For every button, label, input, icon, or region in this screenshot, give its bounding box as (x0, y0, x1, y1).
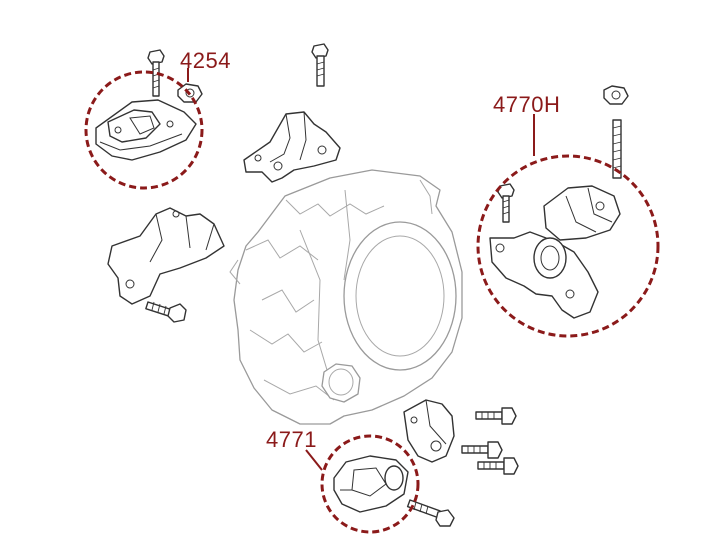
leader-4771 (305, 449, 323, 471)
nut-4770h (603, 85, 629, 105)
callout-label-4254: 4254 (180, 48, 231, 73)
mount-4770h (489, 185, 621, 319)
left-bracket (107, 207, 225, 305)
callout-label-4770h: 4770H (493, 92, 561, 117)
callout-label-4771: 4771 (266, 427, 317, 452)
mount-4771 (333, 455, 409, 513)
lower-bracket (403, 399, 455, 463)
callout-circle-4771 (320, 434, 420, 534)
bolt-upper-left (147, 49, 165, 97)
bolt-4771 (406, 499, 455, 527)
bolt-lower-2 (461, 441, 503, 459)
callout-circle-4254 (84, 70, 204, 190)
callout-circle-4770h (476, 154, 660, 338)
transmission-housing (229, 169, 463, 425)
bolt-4770h (497, 183, 515, 223)
bolt-upper-middle (311, 43, 329, 87)
bolt-left (145, 301, 187, 323)
stud-4770h (612, 119, 622, 179)
upper-bracket (243, 111, 341, 183)
mount-bracket-4254 (95, 99, 197, 161)
bolt-lower-3 (477, 457, 519, 475)
bolt-lower-1 (475, 407, 517, 425)
